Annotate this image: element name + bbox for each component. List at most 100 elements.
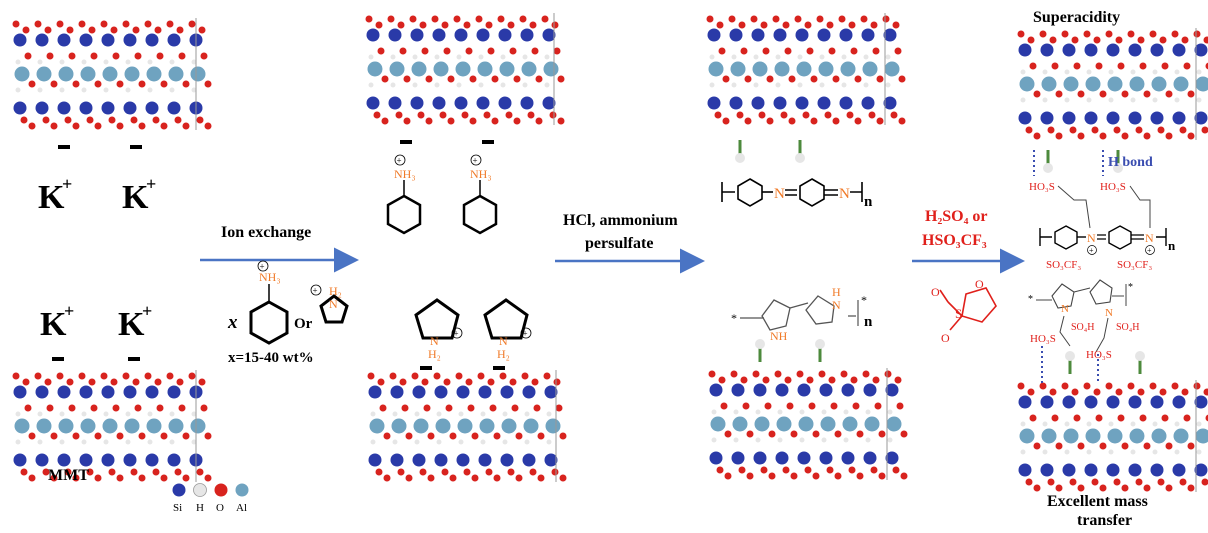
silicon-atom	[454, 28, 468, 42]
oxygen-atom	[471, 432, 479, 440]
oxygen-atom	[166, 20, 174, 28]
silicon-atom	[1150, 43, 1164, 57]
anilinium-ring	[462, 194, 498, 235]
silicon-atom	[145, 385, 159, 399]
oxygen-atom	[890, 111, 898, 119]
hydrogen-atom	[1196, 421, 1202, 427]
oxygen-atom	[50, 432, 58, 440]
oxygen-atom	[1033, 132, 1041, 140]
oxygen-atom	[804, 21, 812, 29]
oxygen-atom	[768, 472, 776, 480]
oxygen-atom	[56, 20, 64, 28]
oxygen-atom	[86, 116, 94, 124]
imine-n: N	[839, 186, 850, 202]
oxygen-atom	[1149, 30, 1157, 38]
aluminum-atom	[146, 66, 162, 82]
silicon-atom	[432, 96, 446, 110]
hydrogen-atom	[370, 411, 376, 417]
hydrogen-atom	[368, 54, 374, 60]
step-ion-exchange: Ion exchange	[221, 224, 311, 241]
silicon-atom	[79, 385, 93, 399]
plus-charge-text: +	[523, 329, 528, 339]
oxygen-atom	[471, 474, 479, 482]
hydrogen-atom	[480, 411, 486, 417]
reagent-monomers: x NH₃ + Or H₂ N + x=15-40 wt%	[227, 260, 349, 366]
aluminum-atom	[521, 61, 537, 77]
oxygen-atom	[549, 111, 557, 119]
silicon-atom	[1106, 111, 1120, 125]
oxygen-atom	[138, 432, 146, 440]
oxygen-atom	[395, 111, 403, 119]
aluminum-atom	[523, 418, 539, 434]
oxygen-atom	[383, 432, 391, 440]
oxygen-atom	[810, 75, 818, 83]
silicon-atom	[1172, 43, 1186, 57]
hydrogen-atom	[865, 437, 871, 443]
silicon-atom	[368, 453, 382, 467]
oxygen-atom	[188, 372, 196, 380]
oxygen-atom	[790, 430, 798, 438]
oxygen-atom	[860, 15, 868, 23]
ho3s-label: HO₃S	[1029, 181, 1055, 193]
hydrogen-atom	[1196, 97, 1202, 103]
silicon-atom	[1194, 43, 1208, 57]
aluminum-atom	[1173, 76, 1189, 92]
silicon-atom	[795, 28, 809, 42]
oxygen-atom	[1025, 126, 1033, 134]
end-star: *	[1128, 282, 1133, 293]
oxygen-atom	[1121, 442, 1129, 450]
oxygen-atom	[507, 21, 515, 29]
hydrogen-atom	[885, 82, 891, 88]
hydrogen-atom	[1130, 97, 1136, 103]
oxygen-atom	[198, 378, 206, 386]
oxygen-atom	[854, 75, 862, 83]
silicon-atom	[773, 28, 787, 42]
plus-charge-icon	[257, 260, 269, 272]
hydrogen-atom	[1020, 69, 1026, 75]
oxygen-atom	[784, 47, 792, 55]
hydrogen-atom	[59, 411, 65, 417]
pyrrolidinium-h2: H₂	[428, 347, 441, 361]
pyrrole-nh: NH	[770, 329, 788, 343]
silicon-atom	[167, 385, 181, 399]
aluminum-atom	[411, 61, 427, 77]
imine-n: N	[774, 186, 785, 202]
oxygen-atom	[156, 52, 164, 60]
oxygen-atom	[535, 75, 543, 83]
oxygen-atom	[166, 372, 174, 380]
oxygen-atom	[12, 20, 20, 28]
oxygen-atom	[441, 21, 449, 29]
aluminum-atom	[1129, 428, 1145, 444]
oxygen-atom	[196, 116, 204, 124]
oxygen-atom	[445, 404, 453, 412]
oxygen-atom	[772, 15, 780, 23]
oxygen-atom	[1073, 62, 1081, 70]
oxygen-atom	[417, 111, 425, 119]
silicon-atom	[57, 101, 71, 115]
silicon-atom	[145, 33, 159, 47]
oxygen-atom	[896, 402, 904, 410]
oxygen-atom	[1159, 388, 1167, 396]
clay-sheet	[1017, 380, 1208, 492]
oxygen-atom	[1183, 414, 1191, 422]
silicon-atom	[775, 383, 789, 397]
aluminum-atom	[1195, 76, 1208, 92]
silicon-atom	[390, 453, 404, 467]
aluminum-atom	[435, 418, 451, 434]
aluminum-atom	[501, 418, 517, 434]
silicon-atom	[775, 451, 789, 465]
oxygen-atom	[1017, 382, 1025, 390]
superacidity-label: Superacidity	[1033, 9, 1120, 26]
oxygen-atom	[806, 376, 814, 384]
oxygen-atom	[439, 111, 447, 119]
hydrogen-atom	[147, 59, 153, 65]
oxygen-atom	[160, 122, 168, 130]
oxygen-atom	[12, 372, 20, 380]
oxygen-atom	[878, 472, 886, 480]
anchor-hydrogen	[1113, 163, 1123, 173]
oxygen-atom	[834, 430, 842, 438]
oxygen-atom	[1143, 90, 1151, 98]
oxygen-atom	[110, 26, 118, 34]
silicon-atom	[1106, 395, 1120, 409]
